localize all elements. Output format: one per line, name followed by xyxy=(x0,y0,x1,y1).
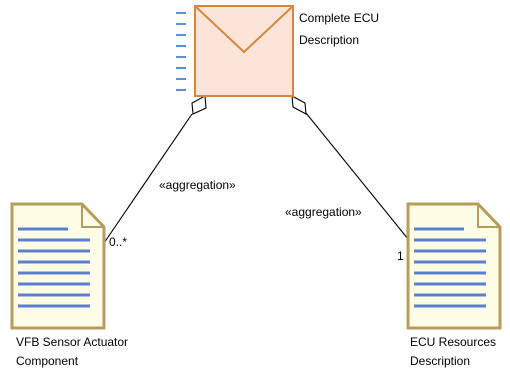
envelope-label-line-2: Description xyxy=(299,33,359,47)
right-document-label-line-1: ECU Resources xyxy=(410,335,496,349)
multiplicity-label-left: 0..* xyxy=(109,235,127,249)
envelope-label-line-1: Complete ECU xyxy=(299,11,379,25)
envelope-node[interactable]: Complete ECU Description xyxy=(176,5,382,97)
stereotype-label-right: «aggregation» xyxy=(285,205,362,219)
aggregation-line-right[interactable] xyxy=(305,112,409,240)
right-document-label-line-2: Description xyxy=(410,354,470,368)
aggregation-diamond-right xyxy=(291,95,307,115)
envelope-label: Complete ECU Description xyxy=(299,11,382,47)
right-document-label: ECU Resources Description xyxy=(410,335,499,368)
left-document-label-line-2: Component xyxy=(16,354,79,368)
right-document-node[interactable]: ECU Resources Description xyxy=(406,202,502,368)
left-document-label-line-1: VFB Sensor Actuator xyxy=(16,335,128,349)
left-document-node[interactable]: VFB Sensor Actuator Component xyxy=(10,202,131,368)
document-icon xyxy=(406,202,502,330)
port-dashes xyxy=(176,12,186,91)
connectors xyxy=(103,95,409,244)
multiplicity-label-right: 1 xyxy=(397,249,404,263)
left-document-label: VFB Sensor Actuator Component xyxy=(16,335,131,368)
aggregation-diamond-left xyxy=(191,95,207,115)
stereotype-label-left: «aggregation» xyxy=(159,178,236,192)
envelope-icon xyxy=(194,5,294,97)
aggregation-line-left[interactable] xyxy=(103,113,193,244)
document-icon xyxy=(10,202,106,330)
